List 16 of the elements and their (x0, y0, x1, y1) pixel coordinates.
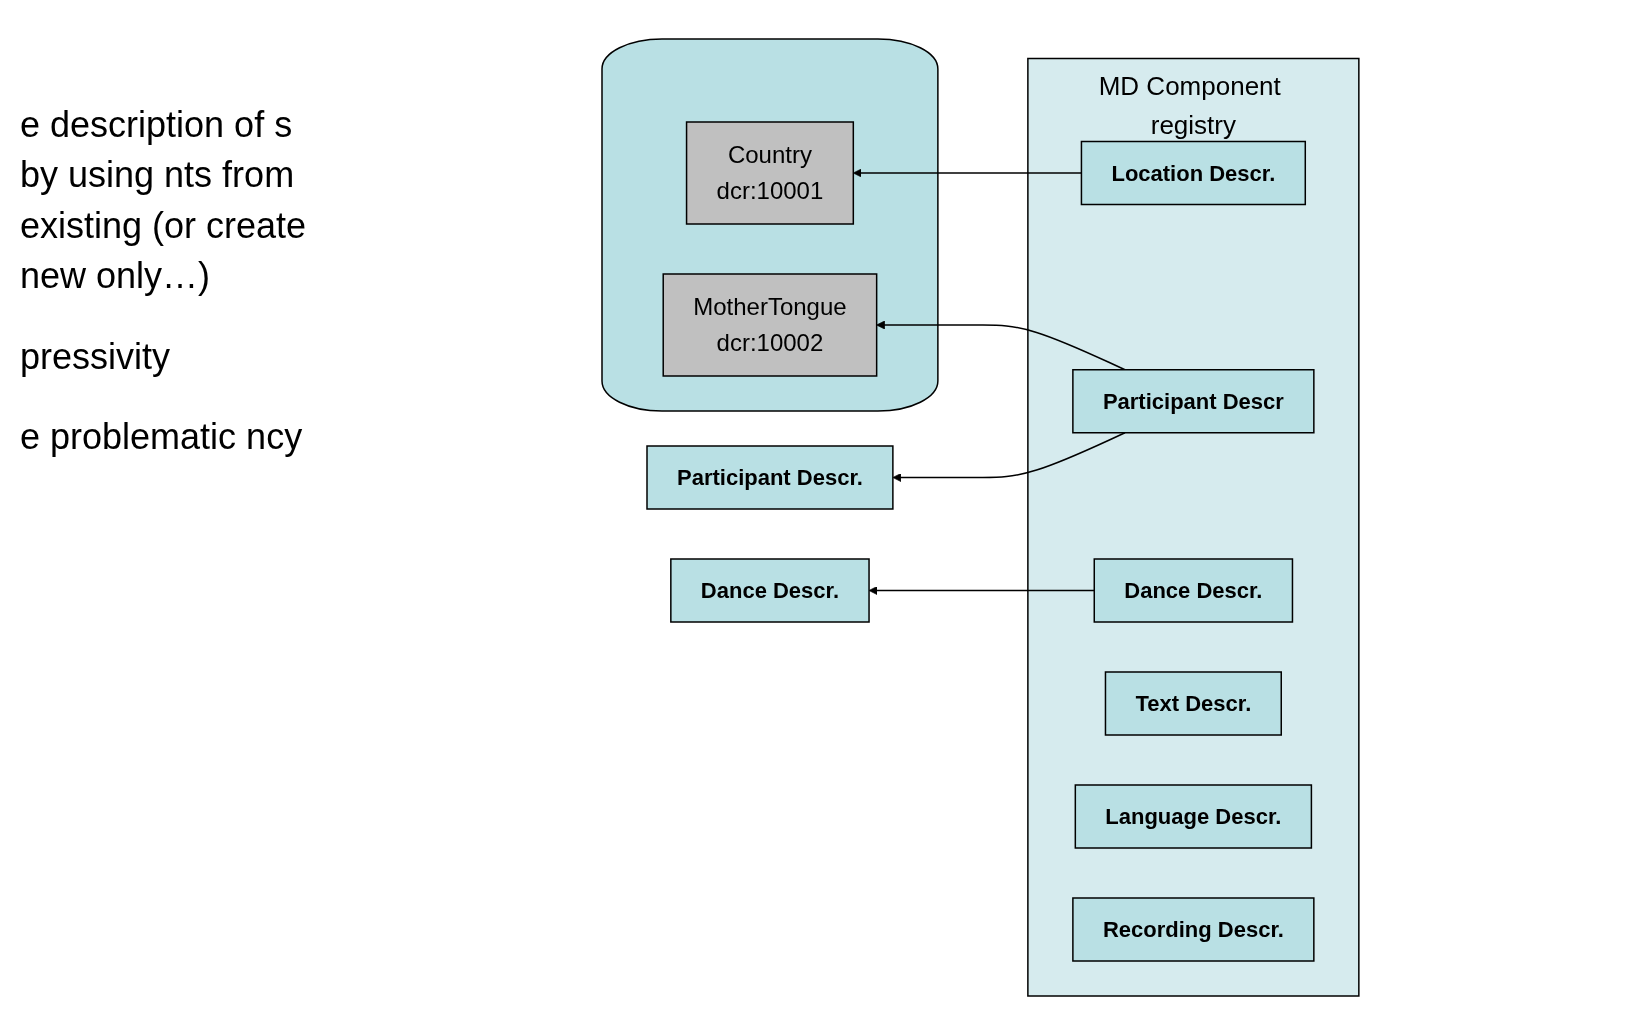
node-box: Recording Descr. (1071, 896, 1315, 962)
node-box: Text Descr. (1104, 670, 1282, 736)
arrow (892, 431, 1126, 482)
bullet-text: e problematic ncy (20, 414, 304, 459)
node-box: MotherTongue dcr:10002 (662, 272, 877, 377)
node-box: Location Descr. (1080, 140, 1306, 205)
node-box: Language Descr. (1074, 783, 1312, 849)
bullet-text: e description of s by using nts from existing (or create new only…) (20, 103, 308, 299)
bullet-text: pressivity (20, 334, 172, 379)
node-box: Dance Descr. (1093, 557, 1293, 623)
node-box: Participant Descr. (645, 444, 894, 510)
node-box: Dance Descr. (669, 557, 870, 623)
cluster (600, 37, 939, 412)
arrow (852, 168, 1082, 177)
node-box: Participant Descr (1071, 368, 1315, 433)
node-box: Country dcr:10001 (685, 120, 854, 225)
